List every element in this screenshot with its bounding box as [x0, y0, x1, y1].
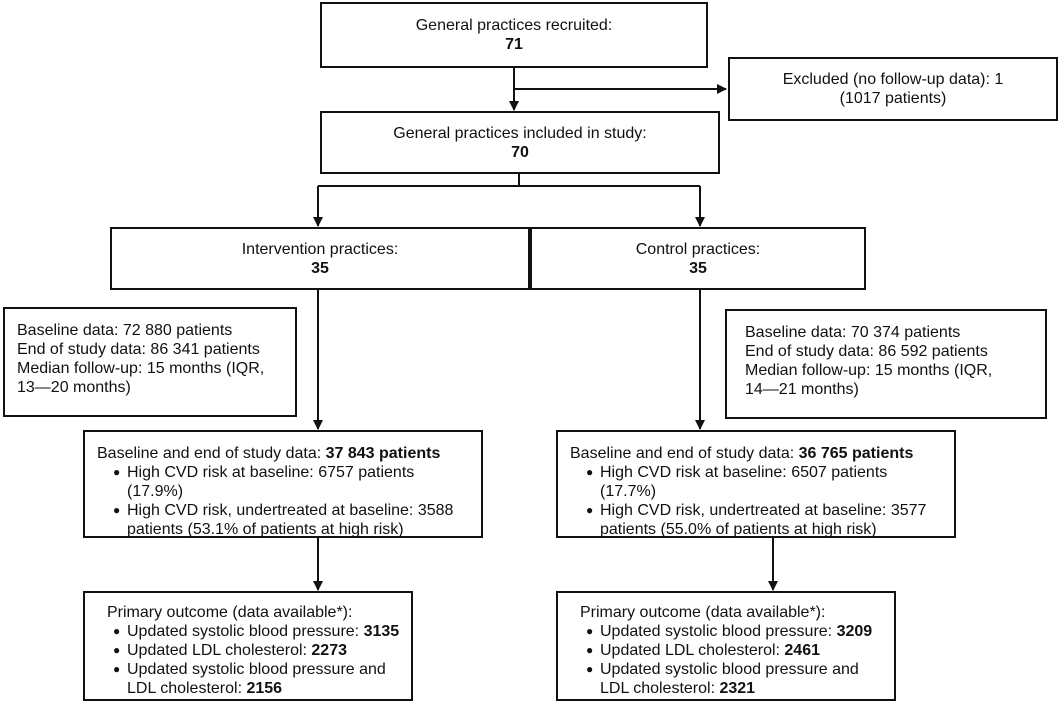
control-study-total: 36 765 patients: [798, 445, 914, 462]
intervention-study-box: Baseline and end of study data: 37 843 p…: [83, 430, 483, 538]
intervention-follow-up-iqr: 13—20 months): [17, 379, 131, 396]
recruited-count: 71: [505, 36, 523, 53]
intervention-outcome-title: Primary outcome (data available*):: [107, 604, 353, 621]
list-item: Updated systolic blood pressure: 3209: [586, 622, 884, 641]
intervention-count: 35: [311, 259, 329, 277]
list-item: High CVD risk, undertreated at baseline:…: [113, 501, 471, 539]
list-item: High CVD risk at baseline: 6757 patients…: [113, 463, 471, 501]
control-study-list: High CVD risk at baseline: 6507 patients…: [570, 463, 944, 539]
intervention-label: Intervention practices:: [241, 240, 399, 258]
list-item: Updated LDL cholesterol: 2461: [586, 641, 884, 660]
control-outcome-title: Primary outcome (data available*):: [580, 604, 826, 621]
intervention-study-list: High CVD risk at baseline: 6757 patients…: [97, 463, 471, 539]
control-study-box: Baseline and end of study data: 36 765 p…: [556, 430, 956, 538]
intervention-baseline: Baseline data: 72 880 patients: [17, 322, 233, 339]
control-baseline: Baseline data: 70 374 patients: [745, 324, 961, 341]
intervention-follow-up: Median follow-up: 15 months (IQR,: [17, 360, 265, 377]
list-item: Updated LDL cholesterol: 2273: [113, 641, 401, 660]
recruited-box: General practices recruited: 71: [320, 2, 708, 68]
list-item: High CVD risk at baseline: 6507 patients…: [586, 463, 944, 501]
intervention-summary-box: Baseline data: 72 880 patients End of st…: [3, 307, 297, 417]
intervention-outcome-box: Primary outcome (data available*): Updat…: [83, 591, 413, 701]
control-end-of-study: End of study data: 86 592 patients: [745, 343, 988, 360]
intervention-practices-box: Intervention practices: 35: [110, 227, 530, 290]
control-label: Control practices:: [635, 240, 761, 258]
intervention-end-of-study: End of study data: 86 341 patients: [17, 341, 260, 358]
control-outcome-box: Primary outcome (data available*): Updat…: [556, 591, 896, 701]
control-count: 35: [689, 259, 707, 277]
control-follow-up: Median follow-up: 15 months (IQR,: [745, 362, 993, 379]
included-count: 70: [511, 143, 529, 161]
intervention-study-total: 37 843 patients: [325, 445, 441, 462]
included-label: General practices included in study:: [393, 124, 647, 142]
list-item: Updated systolic blood pressure: 3135: [113, 622, 401, 641]
recruited-label: General practices recruited:: [415, 17, 613, 34]
list-item: Updated systolic blood pressure and LDL …: [113, 660, 401, 698]
control-study-lead: Baseline and end of study data: 36 765 p…: [570, 445, 914, 462]
control-summary-box: Baseline data: 70 374 patients End of st…: [725, 309, 1047, 419]
excluded-line1: Excluded (no follow-up data): 1: [782, 71, 1004, 88]
excluded-box: Excluded (no follow-up data): 1 (1017 pa…: [728, 57, 1058, 121]
control-practices-box: Control practices: 35: [530, 227, 866, 290]
list-item: High CVD risk, undertreated at baseline:…: [586, 501, 944, 539]
control-outcome-list: Updated systolic blood pressure: 3209 Up…: [580, 622, 884, 698]
intervention-outcome-list: Updated systolic blood pressure: 3135 Up…: [107, 622, 401, 698]
intervention-study-lead: Baseline and end of study data: 37 843 p…: [97, 445, 441, 462]
list-item: Updated systolic blood pressure and LDL …: [586, 660, 884, 698]
excluded-line2: (1017 patients): [839, 90, 947, 107]
included-box: General practices included in study: 70: [320, 111, 720, 174]
control-follow-up-iqr: 14—21 months): [745, 381, 859, 398]
